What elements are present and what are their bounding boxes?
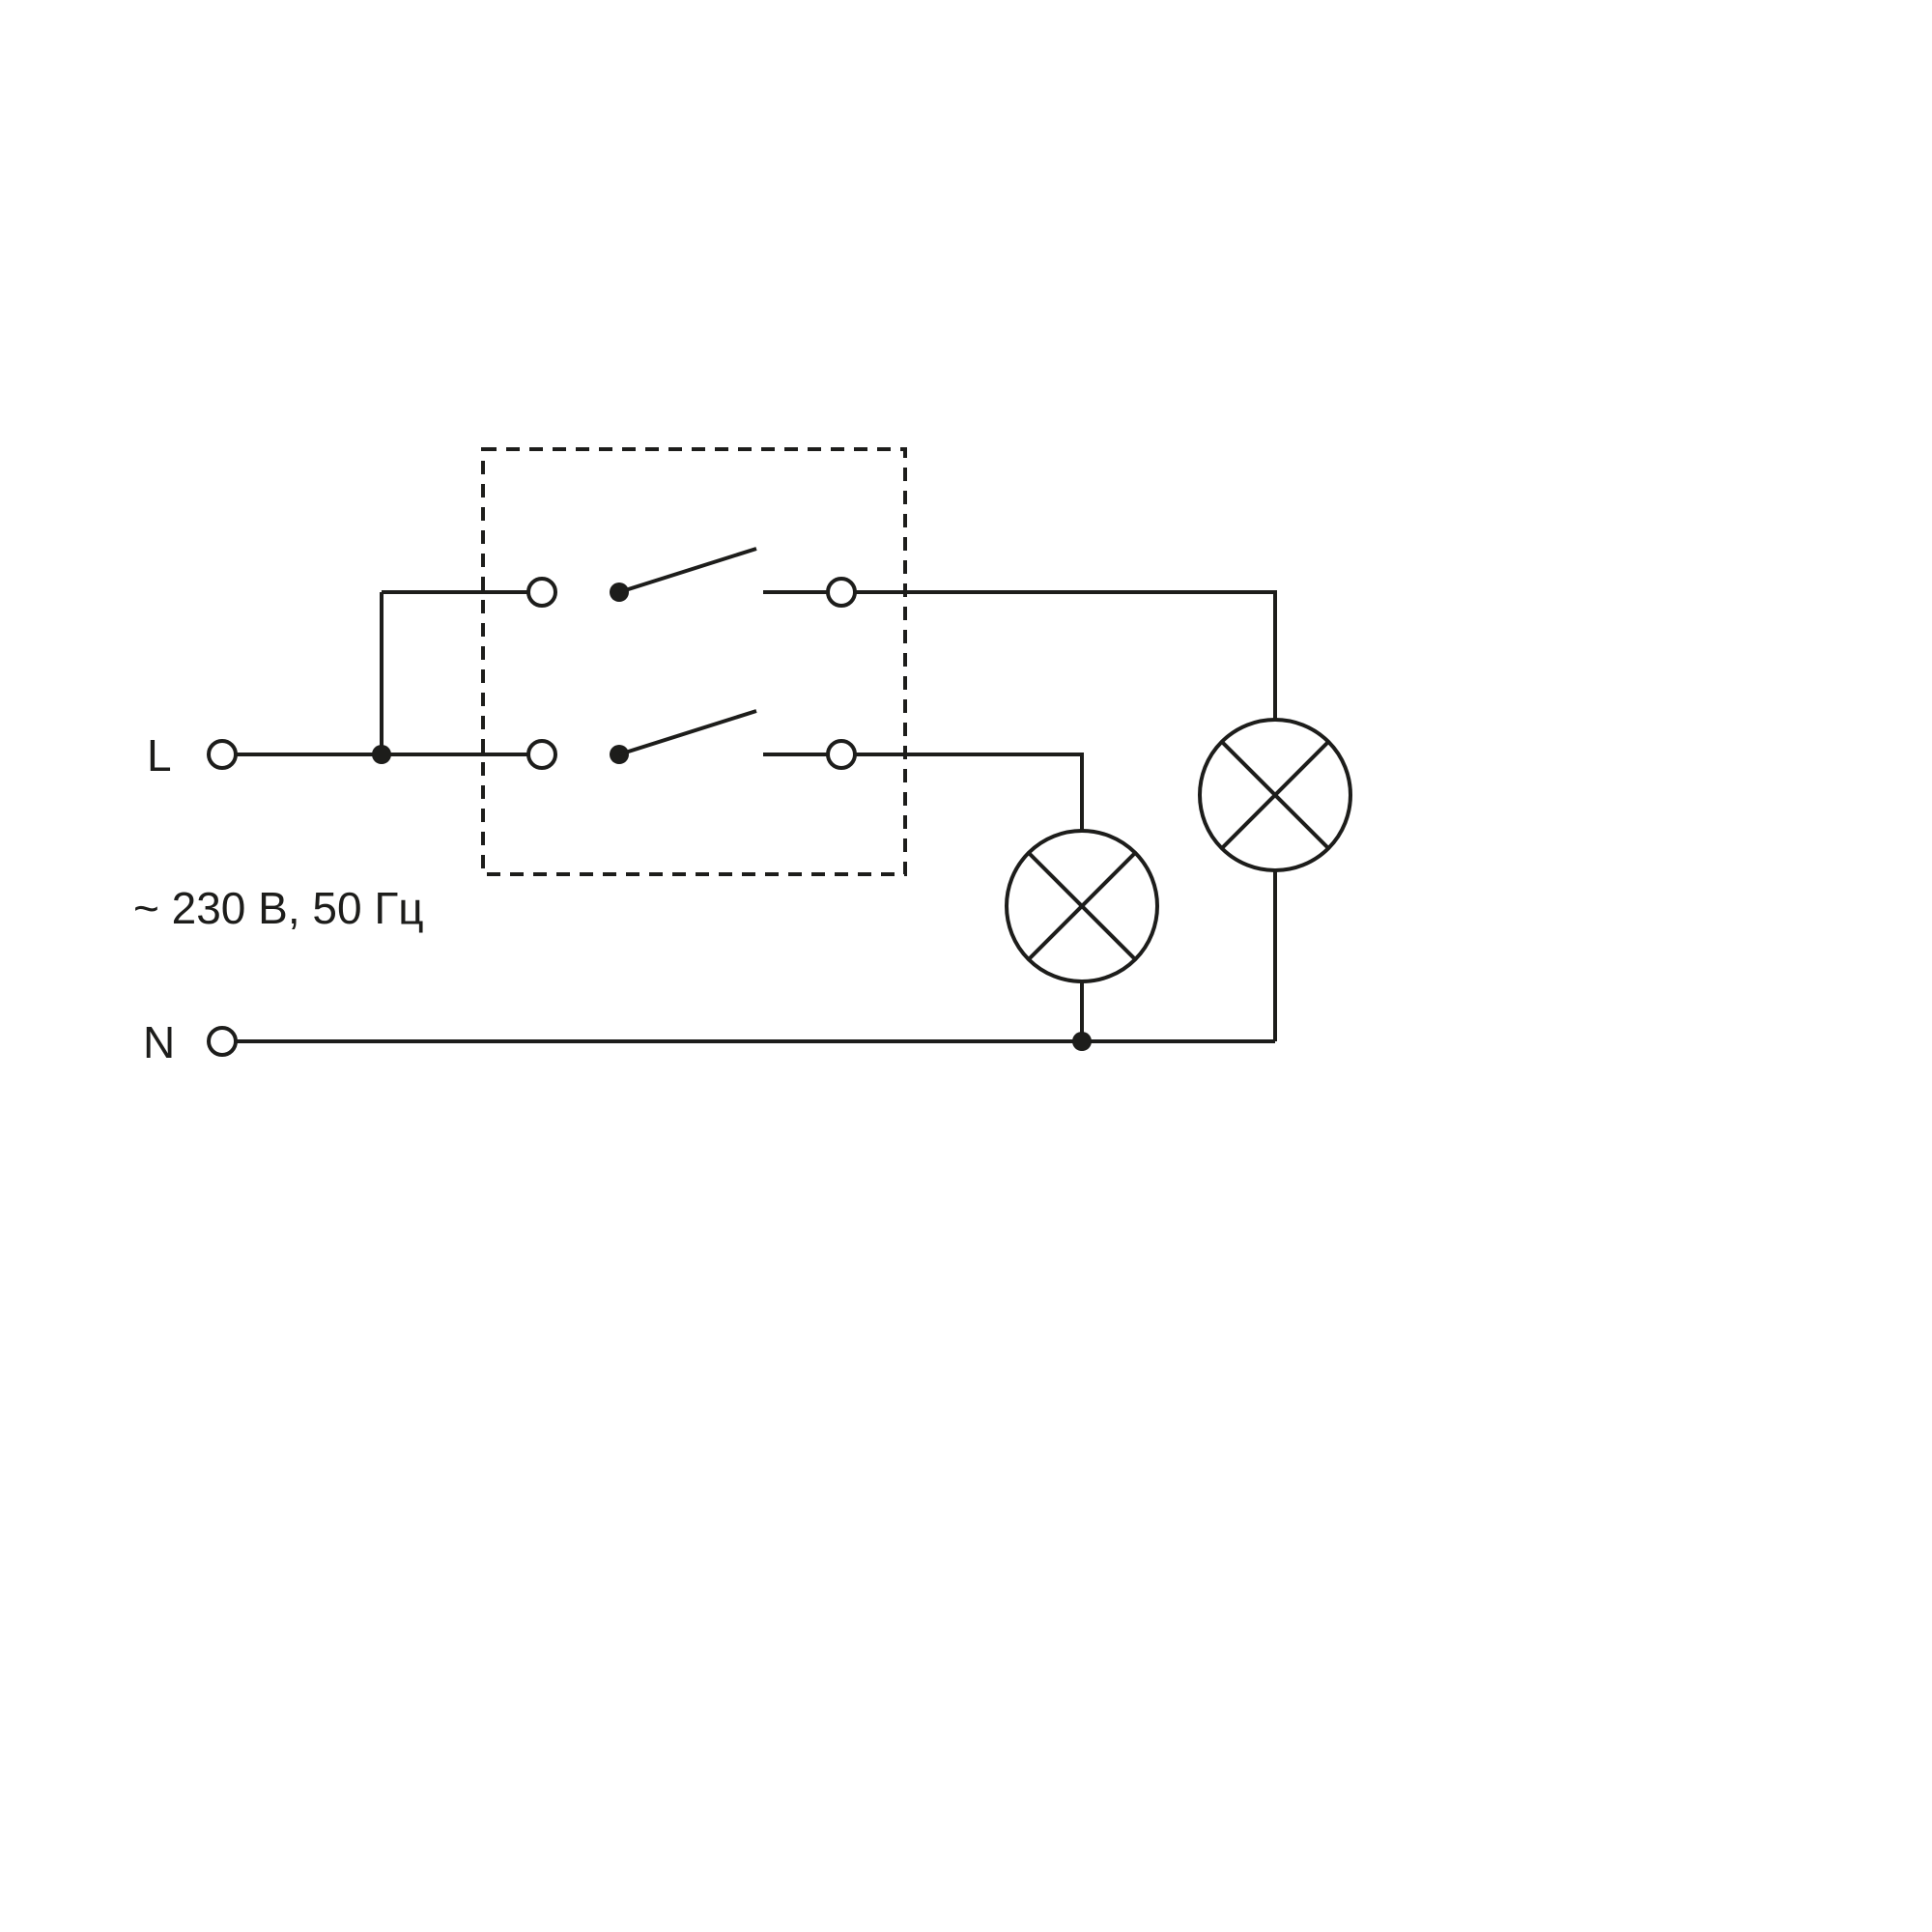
switch2-output-terminal: [826, 739, 857, 770]
switch1-output-terminal: [826, 577, 857, 608]
switch-enclosure-outline: [481, 447, 907, 876]
switch2-lever: [618, 709, 757, 756]
wire-switch2-to-lamp-left: [855, 753, 1084, 831]
wire-neutral: [236, 1032, 1275, 1051]
switch1-lever: [618, 547, 757, 594]
switch-gang-2: [526, 709, 857, 770]
wire-switch1-to-lamp-right: [855, 590, 1277, 720]
junction-neutral-lamp-left: [1072, 1032, 1092, 1051]
lamp-right: [1198, 718, 1352, 872]
switch1-input-terminal: [526, 577, 557, 608]
switch-gang-1: [526, 547, 857, 608]
lamp-left: [1005, 829, 1159, 983]
terminal-n: [207, 1026, 238, 1057]
junction-l-branch: [372, 745, 391, 764]
lamp-right-cross-2: [1220, 740, 1330, 850]
label-supply-rating: ~ 230 В, 50 Гц: [133, 883, 424, 933]
lamp-left-cross-2: [1027, 851, 1137, 961]
label-line-terminal: L: [147, 730, 172, 781]
switch2-input-terminal: [526, 739, 557, 770]
wire-l-feed: [236, 590, 528, 764]
label-neutral-terminal: N: [143, 1017, 175, 1067]
terminal-l: [207, 739, 238, 770]
